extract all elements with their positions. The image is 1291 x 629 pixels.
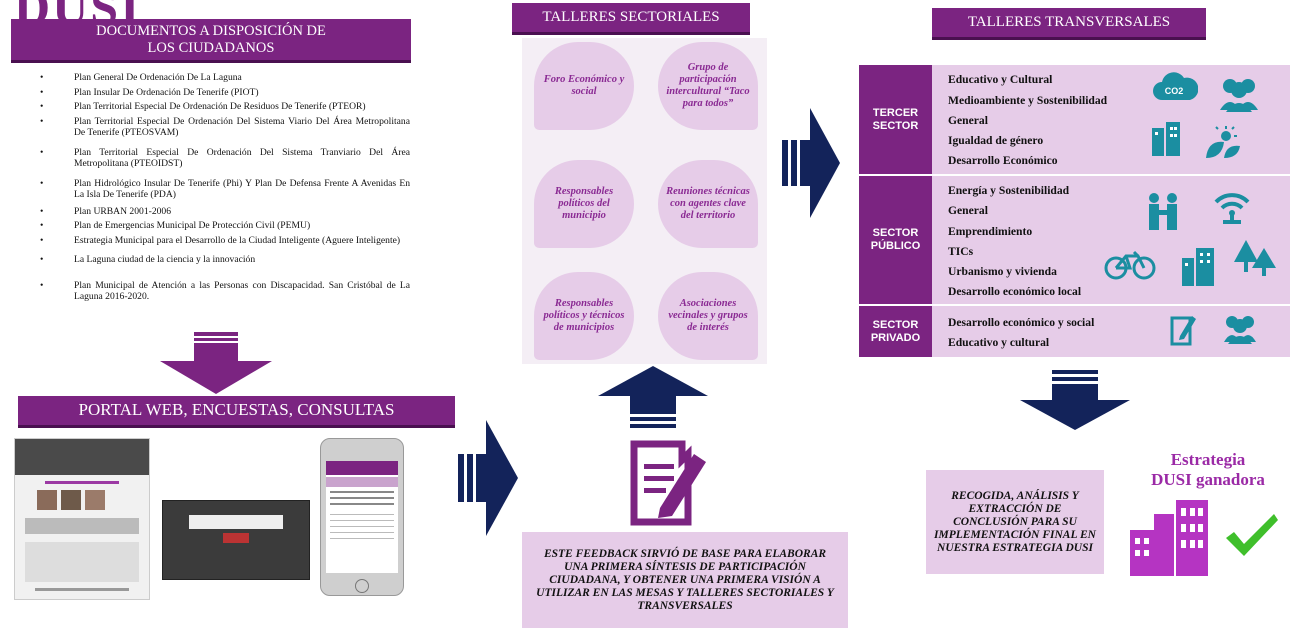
checkmark-icon xyxy=(1226,514,1278,556)
sector-privado: SECTOR PRIVADO xyxy=(859,306,932,357)
city-buildings-icon xyxy=(1130,500,1208,576)
search-page-screenshot xyxy=(162,500,310,580)
publico-item: Urbanismo y vivienda xyxy=(948,265,1057,278)
bubble-text: Responsables políticos del municipio xyxy=(554,186,614,221)
sector-publico: SECTOR PÚBLICO xyxy=(859,176,932,304)
phone-survey-screenshot xyxy=(320,438,404,596)
document-item: Plan Municipal de Atención a las Persona… xyxy=(40,280,410,303)
sector-label: SECTOR PRIVADO xyxy=(870,318,921,344)
edit-document-icon xyxy=(630,440,706,526)
publico-item: TICs xyxy=(948,245,974,258)
portal-header: PORTAL WEB, ENCUESTAS, CONSULTAS xyxy=(18,396,455,428)
trees-icon xyxy=(1234,240,1276,276)
documents-list: Plan General De Ordenación De La Laguna … xyxy=(40,72,410,306)
documents-header-text: DOCUMENTOS A DISPOSICIÓN DE LOS CIUDADAN… xyxy=(96,23,326,56)
down-arrow-icon xyxy=(1020,370,1130,430)
result-title-line1: Estrategia xyxy=(1170,450,1246,469)
tercer-item: General xyxy=(948,114,988,127)
sector-tercer: TERCER SECTOR xyxy=(859,65,932,174)
portal-header-text: PORTAL WEB, ENCUESTAS, CONSULTAS xyxy=(78,400,395,419)
bubble-reuniones: Reuniones técnicas con agentes clave del… xyxy=(658,160,758,248)
document-item: Plan URBAN 2001-2006 xyxy=(40,206,410,218)
right-arrow-icon xyxy=(782,108,840,218)
co2-cloud-icon: CO2 xyxy=(1153,72,1198,100)
publico-item: Energía y Sostenibilidad xyxy=(948,184,1070,197)
privado-item: Desarrollo económico y social xyxy=(948,316,1095,329)
transversales-header-text: TALLERES TRANSVERSALES xyxy=(967,14,1171,30)
publico-item: Desarrollo económico local xyxy=(948,285,1082,298)
sector-label: SECTOR PÚBLICO xyxy=(870,227,921,252)
feedback-text: ESTE FEEDBACK SIRVIÓ DE BASE PARA ELABOR… xyxy=(536,547,834,612)
tercer-item: Desarrollo Económico xyxy=(948,154,1058,167)
privado-item: Educativo y cultural xyxy=(948,336,1050,349)
divider xyxy=(859,304,1290,306)
tercer-item: Educativo y Cultural xyxy=(948,73,1053,86)
document-item: Plan Territorial Especial De Ordenación … xyxy=(40,116,410,139)
bubble-grupo: Grupo de participación intercultural “Ta… xyxy=(658,42,758,130)
transversales-header: TALLERES TRANSVERSALES xyxy=(932,8,1206,40)
sectoriales-header-text: TALLERES SECTORIALES xyxy=(542,9,720,25)
publico-item: Emprendimiento xyxy=(948,225,1033,238)
bubble-foro: Foro Económico y social xyxy=(534,42,634,130)
buildings-icon xyxy=(1182,248,1214,286)
co2-label: CO2 xyxy=(1165,86,1184,96)
wifi-antenna-icon xyxy=(1214,193,1250,224)
document-item: Plan Territorial Especial De Ordenación … xyxy=(40,101,410,113)
divider xyxy=(859,174,1290,176)
tercer-item: Medioambiente y Sostenibilidad xyxy=(948,94,1108,107)
buildings-icon xyxy=(1152,122,1180,156)
bubble-text: Asociaciones vecinales y grupos de inter… xyxy=(668,298,748,333)
document-item: La Laguna ciudad de la ciencia y la inno… xyxy=(40,254,410,266)
document-item: Plan General De Ordenación De La Laguna xyxy=(40,72,410,84)
document-item: Plan Territorial Especial De Ordenación … xyxy=(40,147,410,170)
result-title: Estrategia DUSI ganadora xyxy=(1128,450,1288,490)
people-group-icon xyxy=(1220,79,1258,112)
result-title-line2: DUSI ganadora xyxy=(1151,470,1265,489)
tercer-item: Igualdad de género xyxy=(948,134,1044,147)
bubble-text: Foro Económico y social xyxy=(543,74,625,97)
documents-header: DOCUMENTOS A DISPOSICIÓN DE LOS CIUDADAN… xyxy=(11,19,411,63)
down-arrow-icon xyxy=(160,332,272,394)
document-item: Estrategia Municipal para el Desarrollo … xyxy=(40,235,410,247)
publico-item: General xyxy=(948,204,988,217)
sun-leaf-icon xyxy=(1206,126,1240,158)
right-arrow-icon xyxy=(458,420,518,536)
sector-label: TERCER SECTOR xyxy=(872,106,919,132)
bubble-text: Reuniones técnicas con agentes clave del… xyxy=(666,186,750,221)
document-item: Plan Insular De Ordenación De Tenerife (… xyxy=(40,87,410,99)
bubble-responsables-tecnicos: Responsables políticos y técnicos de mun… xyxy=(534,272,634,360)
bubble-text: Grupo de participación intercultural “Ta… xyxy=(666,62,750,109)
bubble-text: Responsables políticos y técnicos de mun… xyxy=(543,298,625,333)
sectoriales-header: TALLERES SECTORIALES xyxy=(512,3,750,35)
document-item: Plan de Emergencias Municipal De Protecc… xyxy=(40,220,410,232)
bicycle-icon xyxy=(1104,250,1156,280)
result-box: RECOGIDA, ANÁLISIS Y EXTRACCIÓN DE CONCL… xyxy=(926,470,1104,574)
edit-document-icon xyxy=(1170,316,1196,346)
feedback-box: ESTE FEEDBACK SIRVIÓ DE BASE PARA ELABOR… xyxy=(522,532,848,628)
people-group-icon xyxy=(1224,316,1256,344)
website-screenshot xyxy=(14,438,150,600)
up-arrow-icon xyxy=(598,366,708,428)
handshake-icon xyxy=(1149,193,1177,230)
document-item: Plan Hidrológico Insular De Tenerife (Ph… xyxy=(40,178,410,201)
result-text: RECOGIDA, ANÁLISIS Y EXTRACCIÓN DE CONCL… xyxy=(934,489,1096,554)
bubble-responsables: Responsables políticos del municipio xyxy=(534,160,634,248)
bubble-asociaciones: Asociaciones vecinales y grupos de inter… xyxy=(658,272,758,360)
